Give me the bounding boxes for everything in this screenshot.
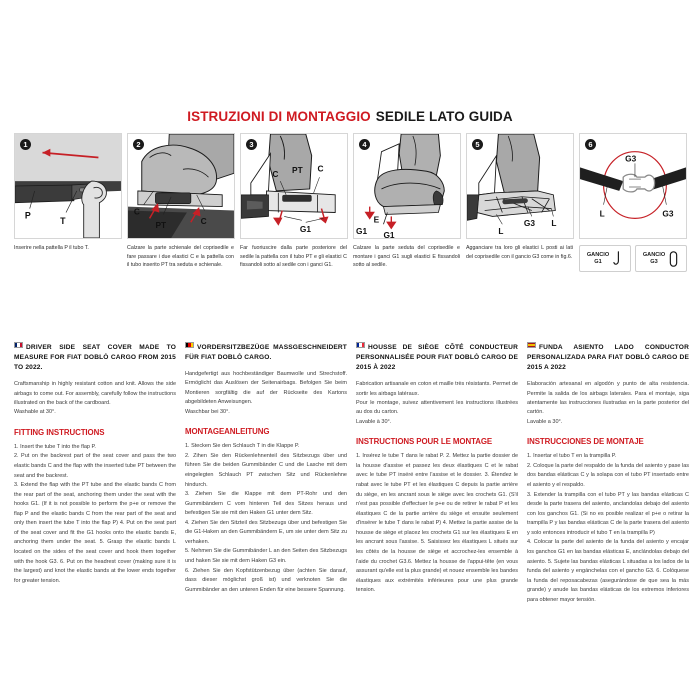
hook-legend-g1: GANCIO G1 [579, 245, 631, 272]
svg-text:G3: G3 [524, 218, 535, 228]
flag-france-icon [356, 342, 365, 348]
step-illustration-1: 1 P T [14, 133, 122, 239]
step-caption-5: Agganciare tra loro gli elastici L posti… [466, 244, 574, 261]
step-panel-strip: 1 P T Inserire nella pattell [14, 133, 690, 272]
flag-uk-icon [14, 342, 23, 348]
svg-text:PT: PT [292, 165, 303, 175]
hook-word: GANCIO [586, 251, 610, 258]
hook-code: G3 [650, 258, 658, 265]
svg-text:G1: G1 [300, 224, 311, 234]
hook-legend-g3-label: GANCIO G3 [643, 252, 665, 266]
page-title-secondary: SEDILE LATO GUIDA [375, 109, 513, 124]
column-body-es: Elaboración artesanal en algodón y punto… [527, 381, 689, 425]
step-caption-5-text: Agganciare tra loro gli elastici L posti… [466, 245, 573, 260]
column-steps-fr: 1. Insérez le tube T dans le rabat P. 2.… [356, 453, 518, 594]
diagram-hook-closeup: L G3 G3 [580, 151, 686, 219]
column-title-en: DRIVER SIDE SEAT COVER MADE TO MEASURE F… [14, 342, 176, 373]
hook-code: G1 [594, 258, 602, 265]
step-caption-3: Far fuoriuscire dalla parte posteriore d… [240, 245, 347, 269]
hook-word: GANCIO [642, 251, 666, 258]
language-column-en: DRIVER SIDE SEAT COVER MADE TO MEASURE F… [14, 342, 176, 605]
hook-open-icon [612, 250, 623, 268]
column-subtitle-es: INSTRUCCIONES DE MONTAJE [527, 436, 644, 447]
step-number-badge: 2 [133, 139, 144, 150]
column-body-de: Handgefertigt aus hochbeständiger Baumwo… [185, 371, 347, 415]
svg-text:C: C [318, 163, 324, 173]
column-steps-en: 1. Insert the tube T into the flap P. 2.… [14, 443, 176, 584]
step-panel-3: 3 C PT C [240, 133, 348, 272]
column-title-text: HOUSSE DE SIÈGE CÔTÉ CONDUCTEUR PERSONNA… [356, 344, 519, 372]
flag-spain-icon [527, 342, 536, 348]
column-steps-de: 1. Stecken Sie den Schlauch T in die Kla… [185, 443, 347, 593]
step-number-badge: 4 [359, 139, 370, 150]
step-panel-4: 4 E G1 G1 [353, 133, 461, 272]
svg-text:P: P [25, 210, 31, 220]
column-title-de: VORDERSITZBEZÜGE MASSGESCHNEIDERT FÜR FI… [185, 342, 347, 363]
diagram-elastics-hooked: L G3 L [467, 134, 556, 236]
hook-loop-icon [668, 250, 679, 268]
svg-text:T: T [60, 216, 66, 226]
step-illustration-5: 5 [466, 133, 574, 239]
hook-legend: GANCIO G1 GANCIO G3 [579, 245, 687, 272]
step-illustration-3: 3 C PT C [240, 133, 348, 239]
step-illustration-2: 2 C PT C [127, 133, 235, 239]
diagram-seat-cushion-hooks: E G1 G1 [356, 134, 445, 238]
svg-text:C: C [272, 169, 278, 179]
column-title-fr: HOUSSE DE SIÈGE CÔTÉ CONDUCTEUR PERSONNA… [356, 342, 518, 373]
svg-text:G1: G1 [383, 230, 394, 238]
language-column-fr: HOUSSE DE SIÈGE CÔTÉ CONDUCTEUR PERSONNA… [356, 342, 518, 605]
page-title-primary: ISTRUZIONI DI MONTAGGIO [187, 109, 371, 124]
svg-text:G3: G3 [662, 208, 673, 218]
column-title-text: FUNDA ASIENTO LADO CONDUCTOR PERSONALIZA… [527, 344, 689, 372]
column-subtitle-fr: INSTRUCTIONS POUR LE MONTAGE [356, 436, 493, 447]
language-column-de: VORDERSITZBEZÜGE MASSGESCHNEIDERT FÜR FI… [185, 342, 347, 605]
svg-text:L: L [600, 208, 605, 218]
column-body-en: Craftsmanship in highly resistant cotton… [14, 381, 176, 416]
hook-legend-g1-label: GANCIO G1 [587, 252, 609, 266]
step-number-badge: 5 [472, 139, 483, 150]
step-panel-5: 5 [466, 133, 574, 272]
language-column-es: FUNDA ASIENTO LADO CONDUCTOR PERSONALIZA… [527, 342, 689, 605]
hook-legend-g3: GANCIO G3 [635, 245, 687, 272]
column-subtitle-de: MONTAGEANLEITUNG [185, 426, 270, 437]
flag-germany-icon [185, 342, 194, 348]
svg-text:L: L [551, 218, 556, 228]
diagram-flap-tube: P T [15, 134, 121, 238]
step-panel-6: 6 L G3 G3 GANCIO [579, 133, 687, 272]
diagram-rear-flap-hooks: C PT C G1 [241, 134, 336, 234]
svg-text:C: C [134, 206, 140, 216]
step-number-badge: 6 [585, 139, 596, 150]
column-steps-es: 1. Insertar el tubo T en la trampilla P.… [527, 453, 689, 603]
column-body-fr: Fabrication artisanale en coton et maill… [356, 381, 518, 425]
column-subtitle-en: FITTING INSTRUCTIONS [14, 426, 105, 437]
step-caption-1: Inserire nella pattella P il tubo T. [14, 245, 89, 251]
svg-text:E: E [374, 214, 380, 224]
step-illustration-6: 6 L G3 G3 [579, 133, 687, 239]
column-title-es: FUNDA ASIENTO LADO CONDUCTOR PERSONALIZA… [527, 342, 689, 373]
step-number-badge: 3 [246, 139, 257, 150]
step-panel-1: 1 P T Inserire nella pattell [14, 133, 122, 272]
language-columns: DRIVER SIDE SEAT COVER MADE TO MEASURE F… [14, 342, 690, 605]
svg-text:G3: G3 [625, 153, 636, 163]
svg-text:PT: PT [155, 220, 166, 230]
step-illustration-4: 4 E G1 G1 [353, 133, 461, 239]
step-caption-4: Calzare la parte seduta del coprisedile … [353, 245, 460, 269]
column-title-text: DRIVER SIDE SEAT COVER MADE TO MEASURE F… [14, 344, 176, 372]
svg-text:G1: G1 [356, 226, 367, 236]
svg-text:L: L [498, 226, 503, 236]
diagram-backrest-cover: C PT C [128, 134, 234, 238]
step-caption-2: Calzare la parte schienale del coprisedi… [127, 245, 234, 269]
svg-text:C: C [201, 216, 207, 226]
column-title-text: VORDERSITZBEZÜGE MASSGESCHNEIDERT FÜR FI… [185, 344, 347, 362]
step-panel-2: 2 C PT C [127, 133, 235, 272]
page-title: ISTRUZIONI DI MONTAGGIO SEDILE LATO GUIDA [0, 108, 700, 126]
step-number-badge: 1 [20, 139, 31, 150]
